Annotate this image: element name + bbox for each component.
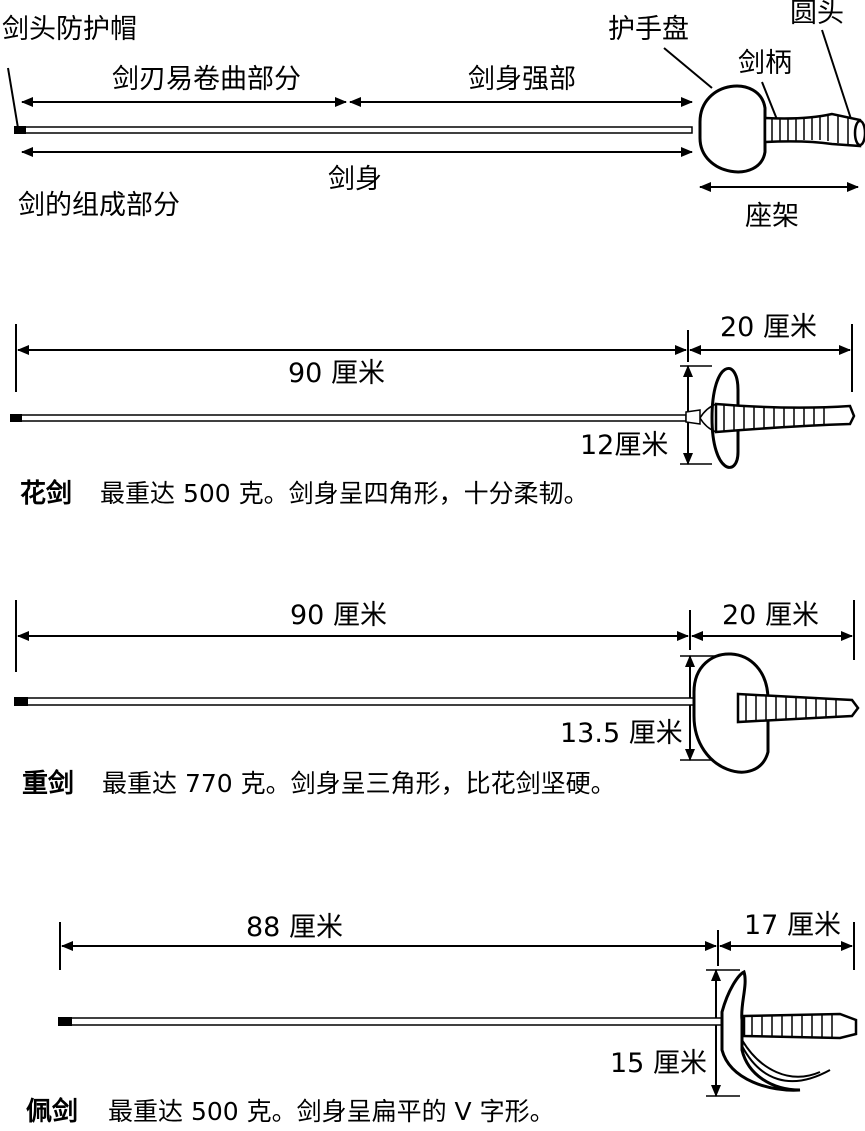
- sabre-blade-length: 88 厘米: [246, 912, 343, 943]
- grip-leader: [761, 81, 779, 123]
- strong-part-label: 剑身强部: [468, 64, 576, 95]
- parts-title: 剑的组成部分: [18, 190, 180, 221]
- pommel-label: 圆头: [790, 0, 844, 29]
- hand-guard-label: 护手盘: [608, 14, 689, 45]
- foil-blade-length: 90 厘米: [288, 358, 385, 389]
- sabre-drawing: [58, 969, 858, 1092]
- sabre-hand-guard: [720, 969, 801, 1092]
- sabre-grip: [742, 1012, 858, 1040]
- foil-name: 花剑: [20, 478, 72, 509]
- epee-grip: [736, 692, 860, 724]
- pommel-leader: [821, 29, 853, 123]
- epee-name: 重剑: [22, 768, 74, 799]
- epee-section: 90 厘米 20 厘米 13.5 厘米 重剑 最重达 770 克。剑身呈三角形，…: [14, 600, 860, 799]
- flexible-part-label: 剑刃易卷曲部分: [112, 64, 301, 95]
- epee-hilt-length: 20 厘米: [722, 600, 819, 631]
- foil-drawing: [10, 367, 856, 469]
- epee-description: 最重达 770 克。剑身呈三角形，比花剑坚硬。: [102, 769, 616, 798]
- sabre-guard-height: 15 厘米: [610, 1048, 707, 1079]
- mount-label: 座架: [745, 201, 799, 232]
- grip-label: 剑柄: [738, 48, 792, 79]
- foil-guard-height: 12厘米: [580, 430, 668, 461]
- hand-guard-cup: [698, 84, 767, 174]
- foil-grip: [714, 402, 856, 434]
- hand-guard-leader: [663, 47, 713, 89]
- epee-hand-guard: [692, 652, 770, 774]
- foil-description: 最重达 500 克。剑身呈四角形，十分柔韧。: [100, 479, 589, 508]
- sword-parts-drawing: [14, 84, 865, 174]
- foil-section: 90 厘米 20 厘米 12厘米 花剑 最重达 500 克。剑身呈四角形，十分柔…: [10, 312, 856, 509]
- sabre-section: 88 厘米 17 厘米 15 厘米 佩剑 最重达 500 克。剑身呈扁平的 V …: [26, 910, 858, 1127]
- foil-hilt-length: 20 厘米: [720, 312, 817, 343]
- epee-drawing: [14, 652, 860, 774]
- sabre-hilt-length: 17 厘米: [744, 910, 841, 941]
- epee-blade-length: 90 厘米: [290, 600, 387, 631]
- pommel-shape: [853, 119, 865, 147]
- parts-diagram: 剑头防护帽 剑刃易卷曲部分 剑身强部 护手盘 剑柄 圆头 剑身 座架 剑的组成部…: [2, 0, 865, 232]
- sabre-description: 最重达 500 克。剑身呈扁平的 V 字形。: [108, 1097, 555, 1126]
- sabre-name: 佩剑: [26, 1096, 78, 1127]
- tip-guard-leader: [7, 67, 19, 129]
- blade-label: 剑身: [328, 164, 382, 195]
- epee-guard-height: 13.5 厘米: [560, 718, 683, 749]
- tip-guard-label: 剑头防护帽: [2, 14, 137, 45]
